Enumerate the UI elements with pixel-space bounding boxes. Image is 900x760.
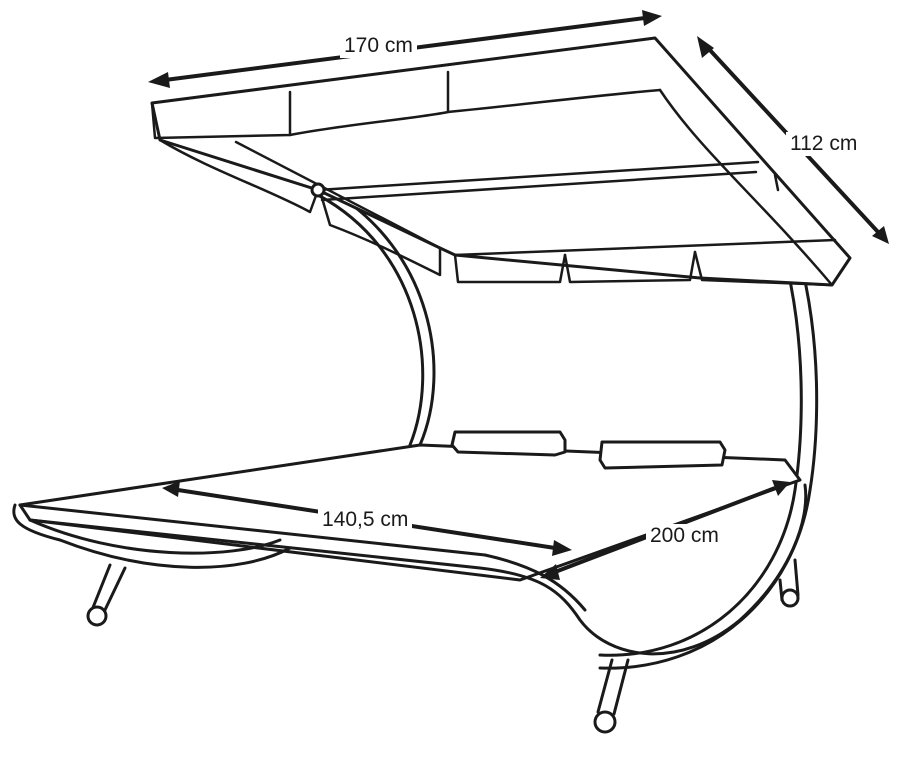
pillow-left [450, 430, 567, 457]
label-bed-length: 200 cm [646, 524, 723, 548]
leg-front-right [596, 658, 630, 716]
frame-arc-left [316, 193, 425, 447]
leg-front-left [90, 563, 127, 614]
bed-frame [12, 503, 292, 569]
label-bed-width: 140,5 cm [318, 508, 413, 532]
canopy-top [150, 36, 852, 287]
label-canopy-depth: 112 cm [786, 132, 862, 156]
label-canopy-width: 170 cm [340, 34, 417, 58]
pillow-right [598, 440, 727, 470]
